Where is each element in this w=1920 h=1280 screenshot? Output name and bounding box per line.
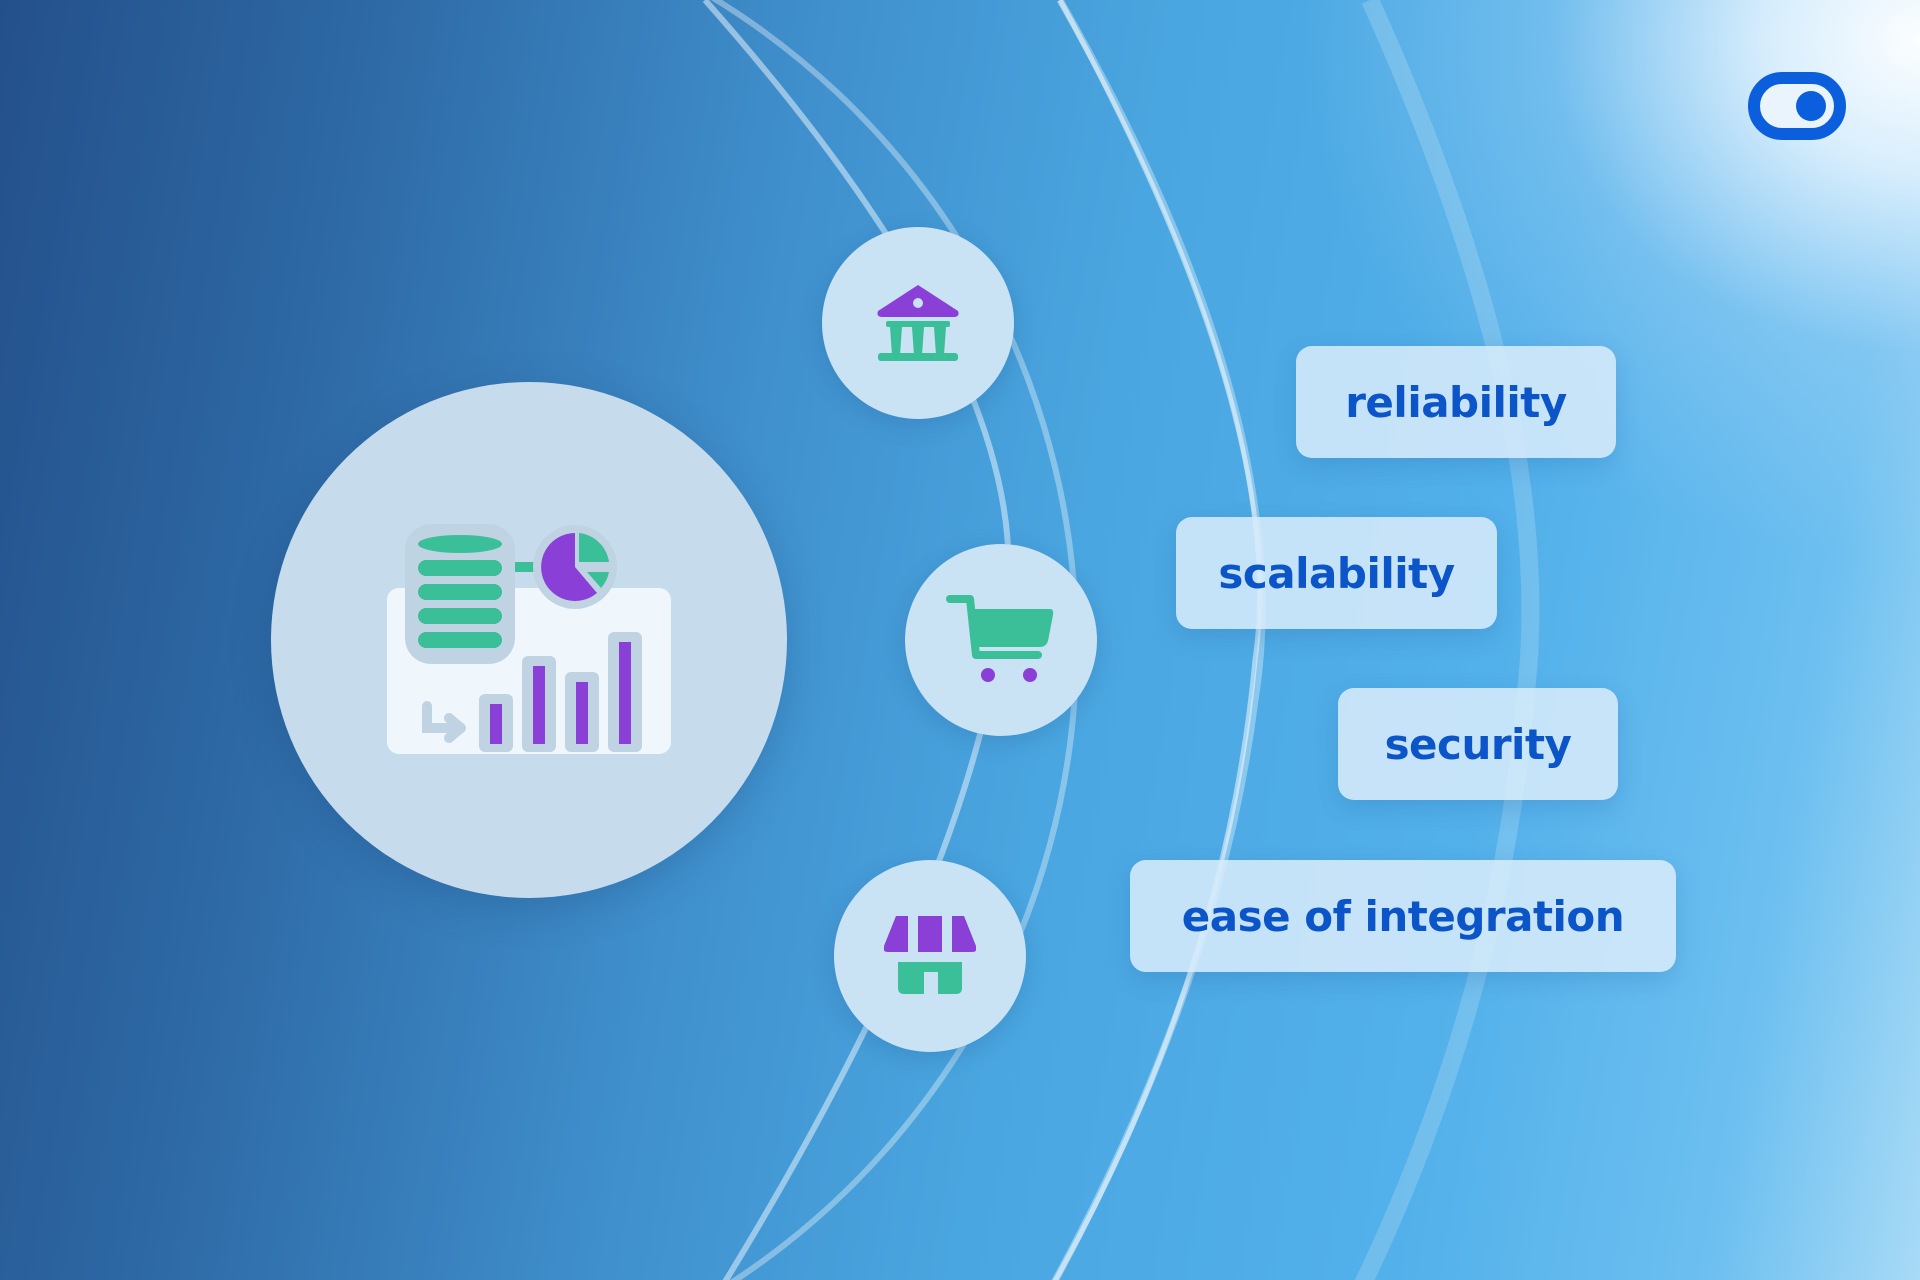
hub-circle [271,382,787,898]
toggle-knob [1796,91,1826,121]
toggle-switch-icon [1748,72,1846,140]
feature-label: reliability [1345,377,1567,427]
node-bank [822,227,1014,419]
node-shopping-cart [905,544,1097,736]
middle-arc [1052,0,1263,1280]
node-storefront [834,860,1026,1052]
feature-label: security [1384,719,1572,769]
bank-icon [877,285,959,361]
feature-pill-reliability: reliability [1296,346,1616,458]
outer-arc [1354,0,1540,1280]
feature-label: ease of integration [1181,891,1625,941]
feature-pill-scalability: scalability [1176,517,1497,629]
feature-pill-security: security [1338,688,1618,800]
shopping-cart-icon [946,595,1054,682]
storefront-icon [884,916,976,994]
database-analytics-dashboard-icon [387,524,671,754]
feature-pill-ease-of-integration: ease of integration [1130,860,1676,972]
feature-label: scalability [1218,548,1455,598]
